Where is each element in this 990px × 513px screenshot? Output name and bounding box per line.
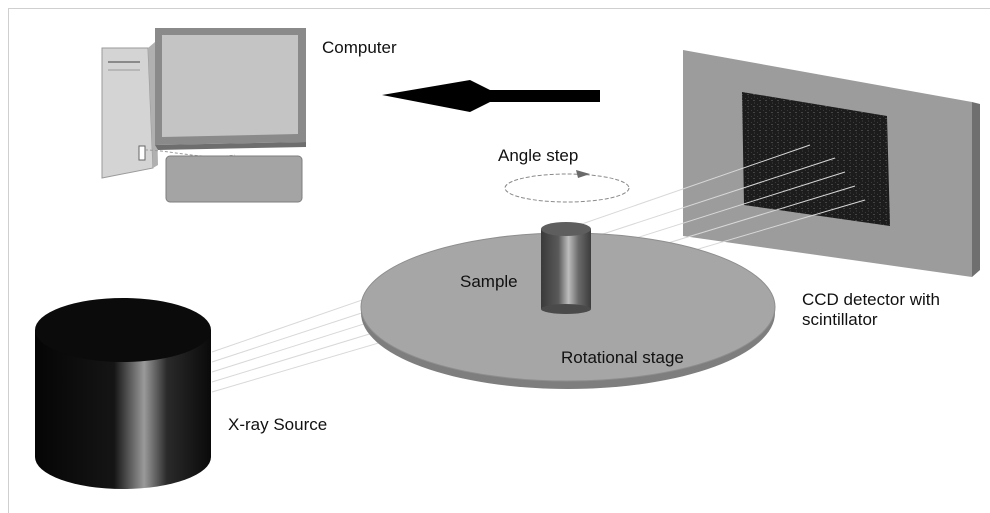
- cable-line: [144, 149, 236, 157]
- sample-label: Sample: [460, 272, 518, 291]
- rotational-stage-label: Rotational stage: [561, 348, 684, 367]
- computer-tower: [101, 42, 158, 179]
- angle-step-label: Angle step: [498, 146, 579, 165]
- computer-keyboard: [165, 155, 303, 203]
- xray-source-label: X-ray Source: [228, 415, 328, 434]
- data-transfer-arrow: [382, 80, 600, 112]
- ccd-detector: [683, 50, 980, 277]
- computer-monitor: [155, 28, 306, 150]
- sample-cylinder: [541, 222, 591, 314]
- computer-label: Computer: [322, 38, 397, 57]
- ccd-detector-label: CCD detector with scintillator: [802, 290, 940, 329]
- xray-source: [35, 298, 211, 489]
- figure-frame: [8, 8, 990, 513]
- rotation-arrow-icon: [504, 170, 630, 203]
